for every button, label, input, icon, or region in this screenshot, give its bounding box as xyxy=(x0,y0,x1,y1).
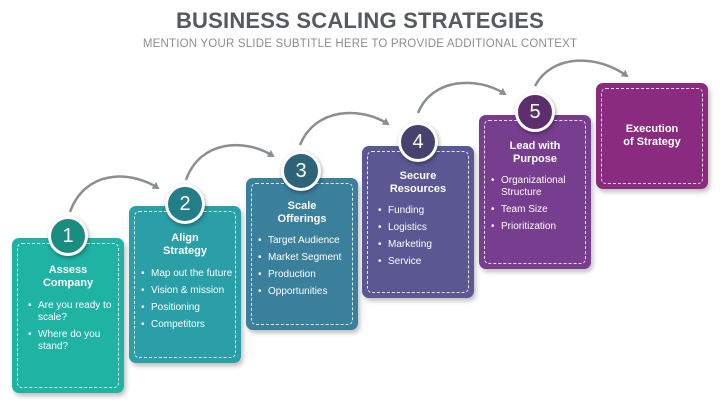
step-number-badge-3: 3 xyxy=(281,151,321,191)
arrow-4-to-5 xyxy=(416,81,507,114)
step-5-bullet: Organizational Structure xyxy=(491,175,587,199)
slide-subtitle: MENTION YOUR SLIDE SUBTITLE HERE TO PROV… xyxy=(142,38,578,50)
step-3-bullets: Target Audience Market Segment Productio… xyxy=(258,235,356,303)
step-3-bullet: Market Segment xyxy=(258,252,356,264)
step-number-badge-2: 2 xyxy=(165,184,205,224)
step-5-bullets: Organizational Structure Team Size Prior… xyxy=(491,175,587,238)
arrow-3-to-4 xyxy=(298,111,390,146)
step-4-bullets: Funding Logistics Marketing Service xyxy=(378,205,470,273)
step-number-badge-5: 5 xyxy=(515,92,555,132)
step-1-bullet: Where do you stand? xyxy=(28,329,120,353)
slide-title: BUSINESS SCALING STRATEGIES xyxy=(175,8,545,33)
step-card-6-border xyxy=(601,88,703,184)
step-4-bullet: Service xyxy=(378,256,470,268)
step-2-bullet: Vision & mission xyxy=(141,285,237,297)
step-1-bullets: Are you ready to scale? Where do you sta… xyxy=(28,300,120,358)
step-5-bullet: Prioritization xyxy=(491,221,587,233)
step-1-bullet: Are you ready to scale? xyxy=(28,300,120,324)
step-number-badge-1: 1 xyxy=(48,216,88,256)
step-3-bullet: Target Audience xyxy=(258,235,356,247)
step-3-bullet: Production xyxy=(258,269,356,281)
step-4-bullet: Logistics xyxy=(378,222,470,234)
arrow-2-to-3 xyxy=(184,143,275,181)
step-2-bullet: Map out the future xyxy=(141,268,237,280)
step-4-bullet: Marketing xyxy=(378,239,470,251)
step-2-bullet: Competitors xyxy=(141,319,237,331)
step-2-bullets: Map out the future Vision & mission Posi… xyxy=(141,268,237,336)
step-5-bullet: Team Size xyxy=(491,204,587,216)
step-3-bullet: Opportunities xyxy=(258,286,356,298)
step-2-bullet: Positioning xyxy=(141,302,237,314)
step-4-bullet: Funding xyxy=(378,205,470,217)
step-number-badge-4: 4 xyxy=(398,122,438,162)
